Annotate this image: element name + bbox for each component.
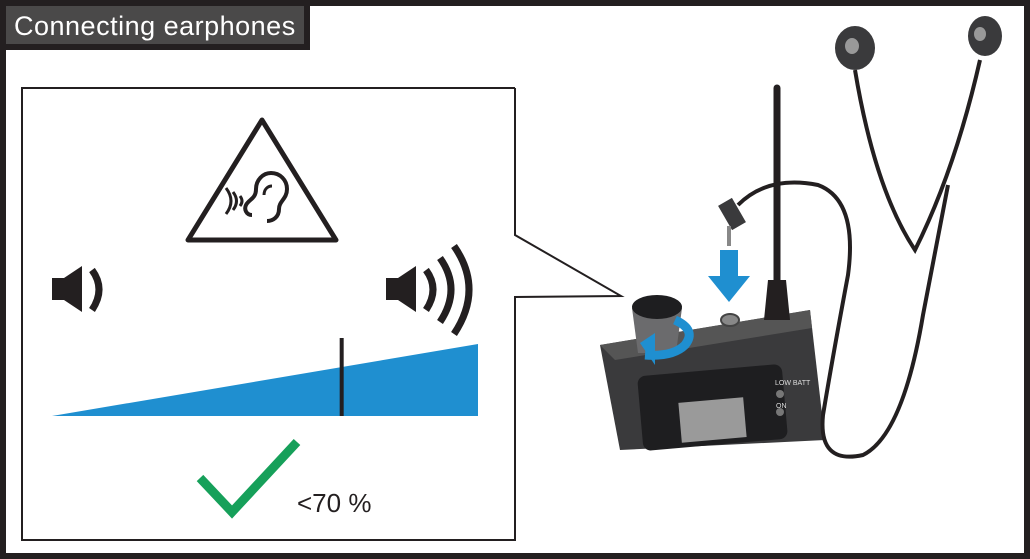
on-label: ON bbox=[776, 403, 787, 410]
volume-ramp bbox=[52, 344, 478, 416]
speaker-high-icon bbox=[386, 243, 473, 336]
volume-callout bbox=[21, 87, 625, 541]
antenna bbox=[764, 84, 790, 320]
page-title: Connecting earphones bbox=[6, 6, 310, 50]
rotate-arrow-icon bbox=[644, 315, 694, 360]
earphones bbox=[718, 16, 1002, 459]
volume-limit-label: <70 % bbox=[297, 488, 372, 518]
hearing-warning-icon bbox=[185, 117, 339, 243]
speaker-low-icon bbox=[52, 266, 103, 312]
checkmark-icon bbox=[196, 438, 301, 519]
low-batt-label: LOW BATT bbox=[775, 380, 811, 387]
down-arrow-icon bbox=[708, 250, 750, 302]
earphone-socket[interactable] bbox=[720, 313, 740, 327]
bodypack-receiver: LOW BATT ON bbox=[600, 310, 825, 451]
